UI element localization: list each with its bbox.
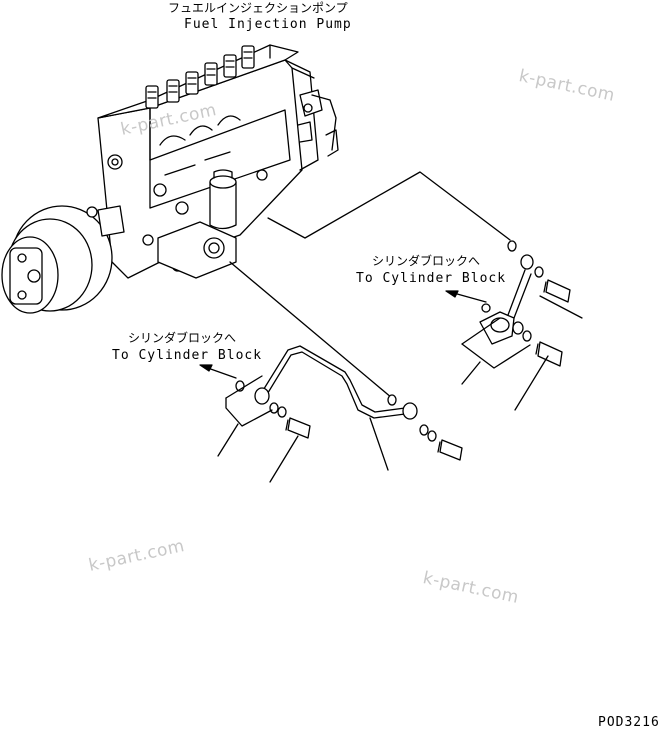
cylinder-block-left-en: To Cylinder Block [112, 348, 263, 363]
pump-label-en: Fuel Injection Pump [184, 17, 352, 32]
cylinder-block-right-en: To Cylinder Block [356, 271, 507, 286]
delivery-valve-holders [145, 45, 255, 109]
cylinder-block-right-jp: シリンダブロックへ [372, 254, 481, 268]
pipe-assembly-lower [217, 345, 463, 483]
pipe-assembly-upper [461, 240, 583, 411]
drawing-id: POD3216 [598, 715, 660, 730]
pump-label-jp: フュエルインジェクションポンプ [168, 1, 348, 15]
fuel-injection-pump [1, 44, 339, 314]
leader-line-upper [267, 171, 511, 241]
drive-coupling [1, 205, 125, 314]
cylinder-block-left-jp: シリンダブロックへ [128, 331, 237, 345]
leader-line-lower [229, 261, 393, 399]
